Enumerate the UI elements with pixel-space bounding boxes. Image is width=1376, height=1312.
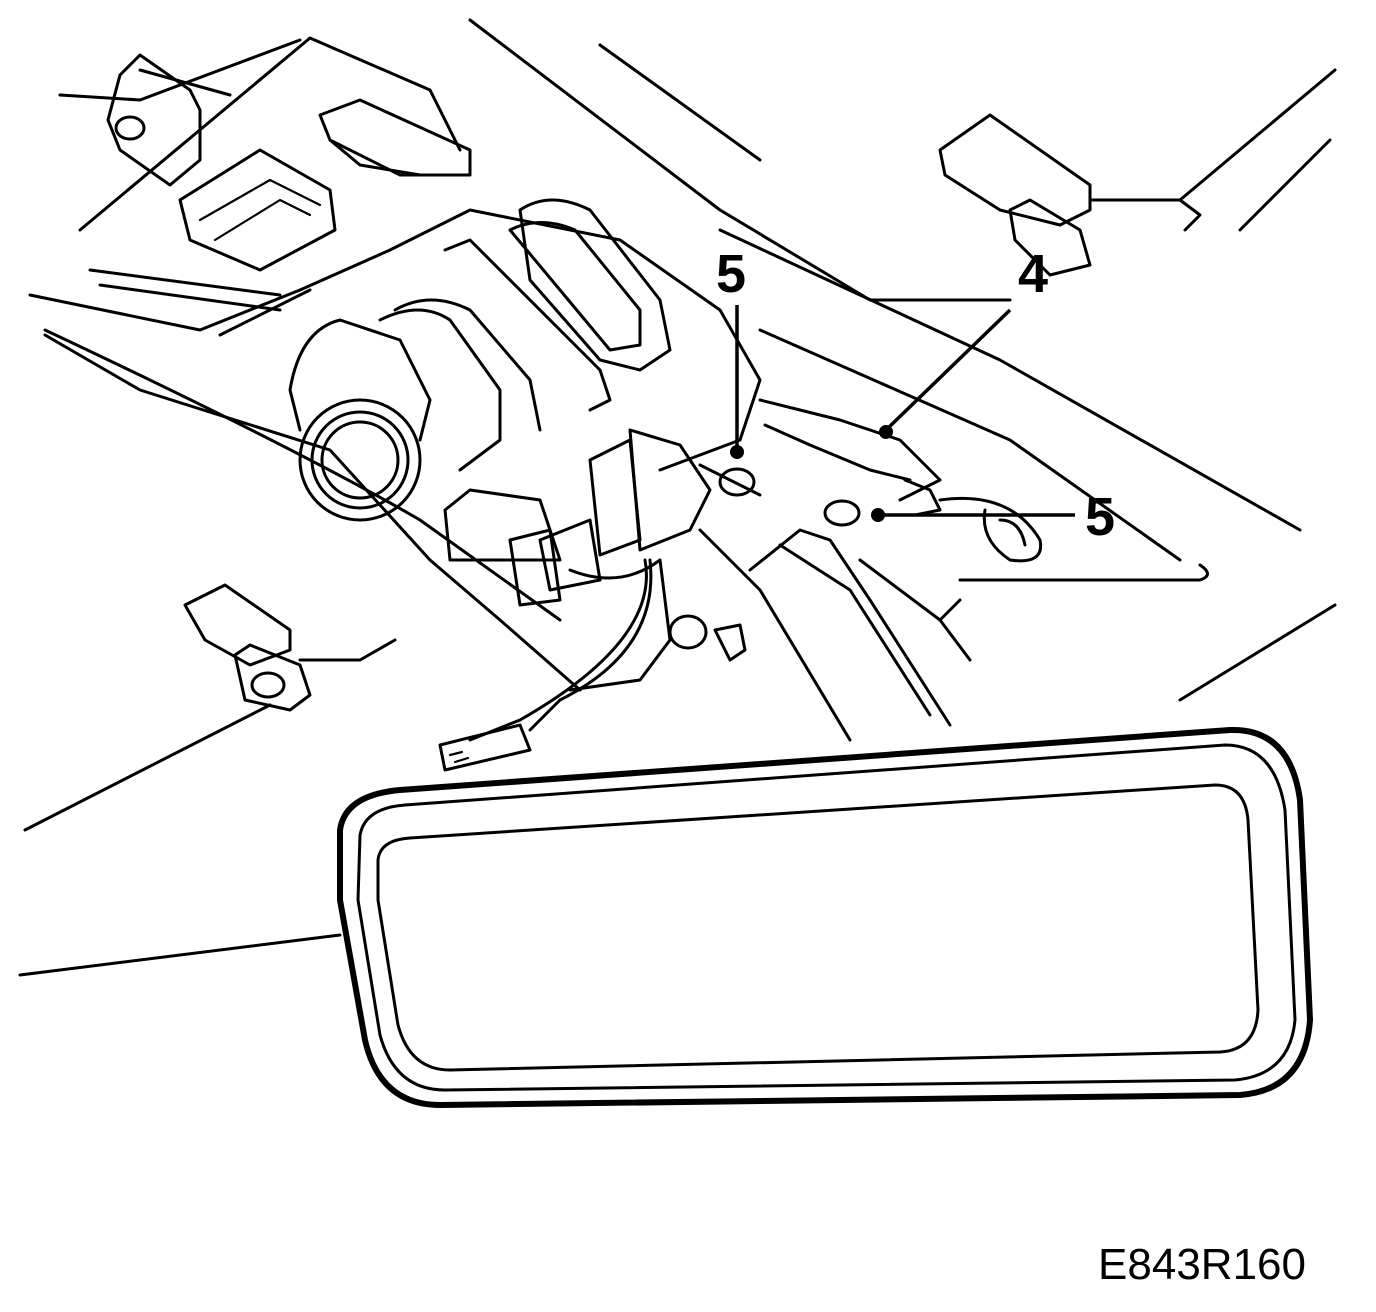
lamp-bulb-assembly bbox=[288, 198, 672, 522]
sun-visor-clip-left bbox=[106, 53, 232, 187]
rearview-mirror bbox=[337, 726, 1313, 1108]
callout-5-right: 5 bbox=[1085, 487, 1115, 547]
screw-hole-right bbox=[823, 499, 861, 527]
callout-4: 4 bbox=[1018, 244, 1048, 304]
mirror-mounting-bracket bbox=[443, 428, 747, 732]
wiring-connector bbox=[178, 98, 472, 272]
mirror-stem bbox=[698, 528, 972, 742]
screw-hole-left bbox=[718, 467, 756, 497]
mirror-cable bbox=[438, 558, 648, 772]
screw-holes bbox=[718, 467, 861, 527]
figure-code: E843R160 bbox=[1098, 1240, 1306, 1289]
mounting-plate-right bbox=[758, 398, 1043, 563]
sun-visor-clip-lower-left bbox=[183, 583, 397, 712]
leader-lines bbox=[730, 305, 1075, 522]
headliner-lines bbox=[18, 18, 1337, 977]
overhead-console-housing bbox=[88, 208, 762, 472]
callout-5-top: 5 bbox=[716, 244, 746, 304]
sun-visor-clip-right bbox=[938, 113, 1202, 277]
